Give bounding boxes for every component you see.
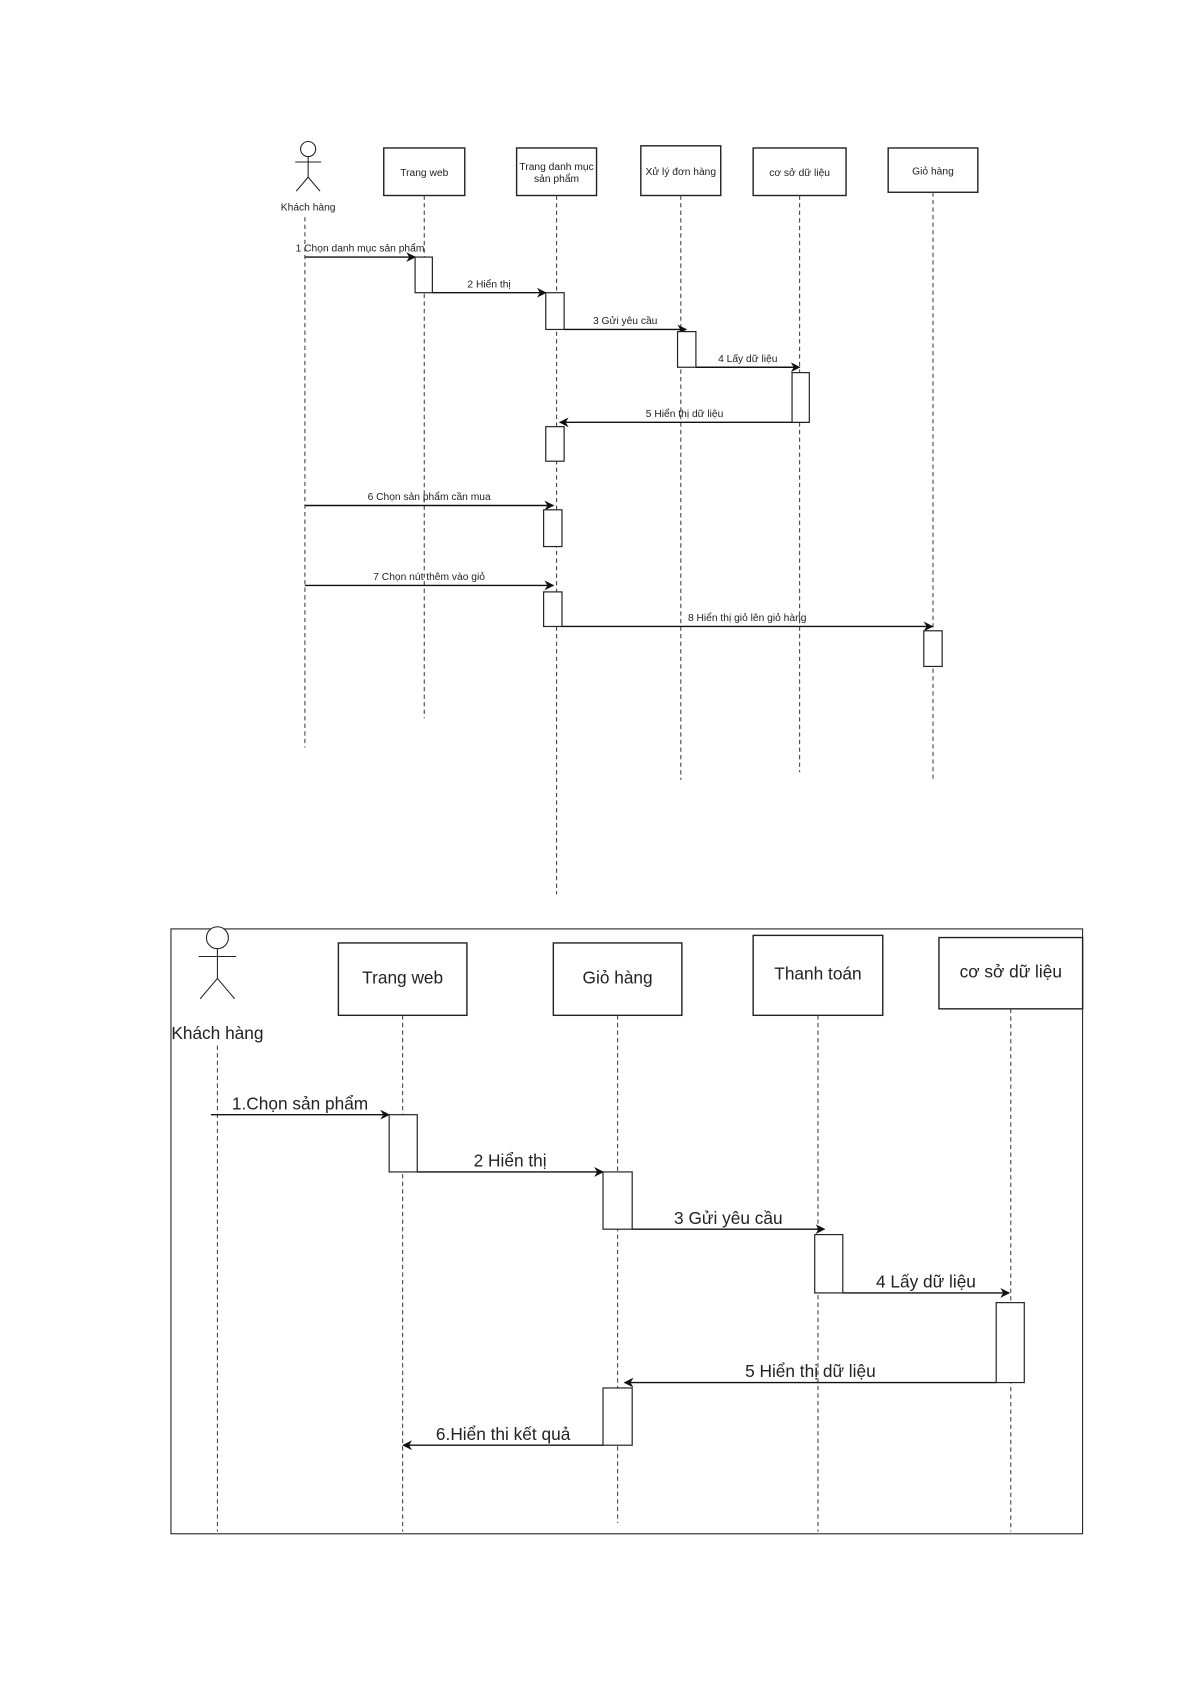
participant-label-line: sản phẩm — [534, 173, 579, 185]
participant-label: Thanh toán — [774, 964, 861, 984]
participant-box — [383, 147, 466, 197]
participant-box — [752, 147, 847, 197]
participant-box — [887, 147, 979, 193]
message-label: 3 Gửi yêu cầu — [593, 315, 658, 327]
activation-bar — [414, 256, 433, 294]
participant-label-line: cơ sở dữ liệu — [960, 962, 1062, 982]
participant-label: Giỏ hàng — [912, 165, 954, 177]
actor-leg-icon — [307, 176, 321, 192]
message-label: 2 Hiển thị — [474, 1151, 547, 1171]
diagram2: Khách hàng Trang web Giỏ hàng Thanh toán cơ … — [170, 926, 1084, 1535]
activation-bar — [602, 1171, 633, 1230]
activation-bar — [602, 1387, 633, 1446]
actor-label: Khách hàng — [171, 1023, 263, 1043]
participant-label-line: Trang web — [362, 967, 443, 987]
message-label: 5 Hiển thị dữ liệu — [745, 1361, 876, 1381]
participant-label-line: Giỏ hàng — [583, 967, 653, 987]
actor-leg-icon — [217, 978, 236, 1000]
participant-label-line: cơ sở dữ liệu — [769, 167, 830, 179]
participant-box — [515, 147, 598, 197]
actor-leg-icon — [199, 978, 218, 1000]
participant-label: Giỏ hàng — [583, 967, 653, 987]
participant-label-line: Giỏ hàng — [912, 165, 954, 177]
message-label: 1.Chọn sản phẩm — [232, 1093, 368, 1113]
participant-box — [552, 942, 683, 1017]
activation-bar — [676, 331, 697, 368]
participant-label-line: Trang danh mục — [519, 162, 593, 173]
participant-label: Xử lý đơn hàng — [646, 166, 717, 178]
participant-label: cơ sở dữ liệu — [960, 962, 1062, 982]
participant-label: Trang web — [362, 967, 443, 987]
message-label: 1 Chọn danh mục sản phẩm — [296, 243, 425, 255]
activation-bar — [791, 372, 810, 423]
participant-label-line: Xử lý đơn hàng — [646, 166, 717, 178]
actor-head-icon — [205, 926, 229, 950]
message-label: 2 Hiển thị — [467, 278, 510, 290]
message-label: 4 Lấy dữ liệu — [718, 353, 778, 365]
activation-bar — [543, 509, 563, 548]
message-label: 4 Lấy dữ liệu — [876, 1272, 976, 1292]
actor-head-icon — [300, 140, 317, 158]
participant-label: Trang web — [400, 168, 448, 179]
activation-bar — [388, 1114, 418, 1173]
participant-box — [337, 942, 468, 1017]
participant-label: cơ sở dữ liệu — [769, 167, 830, 179]
diagram-frame — [170, 928, 1084, 1535]
actor-leg-icon — [295, 176, 309, 192]
actor-label: Khách hàng — [281, 203, 336, 214]
participant-box — [752, 934, 884, 1017]
participant-label-line: Trang web — [400, 168, 448, 179]
participant-box — [640, 145, 722, 197]
message-label: 8 Hiển thị giỏ lên giỏ hàng — [688, 612, 807, 624]
participant-label-line: Thanh toán — [774, 964, 861, 984]
message-label: 6.Hiển thi kết quả — [436, 1424, 571, 1444]
message-label: 6 Chọn sản phẩm cần mua — [368, 491, 491, 503]
activation-bar — [543, 591, 563, 628]
activation-bar — [923, 630, 943, 668]
participant-box — [938, 936, 1084, 1010]
activation-bar — [545, 426, 565, 462]
message-label: 3 Gửi yêu cầu — [674, 1208, 783, 1228]
activation-bar — [814, 1233, 844, 1294]
message-label: 5 Hiển thị dữ liệu — [646, 408, 724, 420]
activation-bar — [545, 292, 565, 331]
activation-bar — [995, 1302, 1025, 1384]
message-label: 7 Chọn nút thêm vào giỏ — [373, 571, 485, 583]
